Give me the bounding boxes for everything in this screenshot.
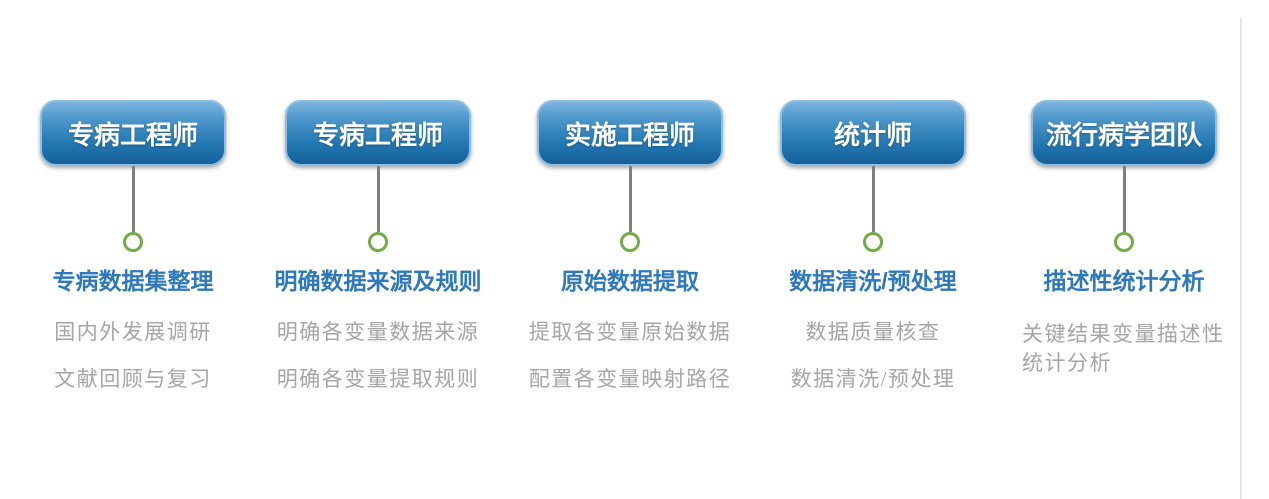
stage-item: 提取各变量原始数据 bbox=[528, 320, 732, 344]
stage-title: 明确数据来源及规则 bbox=[274, 268, 482, 294]
connector-line bbox=[131, 166, 135, 232]
stage-items: 国内外发展调研 文献回顾与复习 bbox=[54, 320, 212, 391]
connector-line bbox=[376, 166, 380, 232]
stage-item: 明确各变量数据来源 bbox=[276, 320, 480, 344]
stage-item: 数据清洗/预处理 bbox=[790, 367, 956, 391]
stage-item: 国内外发展调研 bbox=[54, 320, 212, 344]
stage-title: 原始数据提取 bbox=[561, 268, 699, 294]
milestone-circle bbox=[1114, 232, 1134, 252]
role-label: 统计师 bbox=[833, 119, 912, 150]
connector-line bbox=[871, 166, 875, 232]
role-badge: 专病工程师 bbox=[40, 100, 226, 166]
stage-items: 关键结果变量描述性统计分析 bbox=[1022, 320, 1226, 378]
connector-line bbox=[628, 166, 632, 232]
milestone-circle bbox=[863, 232, 883, 252]
role-badge: 专病工程师 bbox=[285, 100, 471, 166]
page-edge-divider bbox=[1240, 18, 1242, 499]
stage-column-2: 专病工程师 明确数据来源及规则 明确各变量数据来源 明确各变量提取规则 bbox=[275, 100, 482, 391]
stage-title: 专病数据集整理 bbox=[52, 268, 214, 294]
stage-title: 描述性统计分析 bbox=[1043, 268, 1205, 294]
stage-column-5: 流行病学团队 描述性统计分析 关键结果变量描述性统计分析 bbox=[1022, 100, 1223, 378]
role-label: 专病工程师 bbox=[312, 119, 443, 150]
milestone-circle bbox=[368, 232, 388, 252]
stage-column-3: 实施工程师 原始数据提取 提取各变量原始数据 配置各变量映射路径 bbox=[529, 100, 730, 391]
role-label: 流行病学团队 bbox=[1045, 119, 1202, 150]
role-label: 专病工程师 bbox=[67, 119, 198, 150]
role-badge: 实施工程师 bbox=[537, 100, 723, 166]
stage-item: 文献回顾与复习 bbox=[54, 367, 212, 391]
role-badge: 流行病学团队 bbox=[1031, 100, 1217, 166]
milestone-circle bbox=[123, 232, 143, 252]
stage-item: 数据质量核查 bbox=[805, 320, 941, 344]
stage-item: 关键结果变量描述性统计分析 bbox=[1022, 322, 1225, 375]
milestone-circle bbox=[620, 232, 640, 252]
role-label: 实施工程师 bbox=[564, 119, 695, 150]
stage-column-4: 统计师 数据清洗/预处理 数据质量核查 数据清洗/预处理 bbox=[780, 100, 966, 391]
stage-items: 明确各变量数据来源 明确各变量提取规则 bbox=[277, 320, 480, 391]
stage-title: 数据清洗/预处理 bbox=[789, 268, 957, 294]
connector-line bbox=[1122, 166, 1126, 232]
stage-item: 配置各变量映射路径 bbox=[528, 367, 732, 391]
role-badge: 统计师 bbox=[780, 100, 966, 166]
stage-items: 数据质量核查 数据清洗/预处理 bbox=[791, 320, 956, 391]
stage-item: 明确各变量提取规则 bbox=[276, 367, 480, 391]
stage-column-1: 专病工程师 专病数据集整理 国内外发展调研 文献回顾与复习 bbox=[40, 100, 226, 391]
stage-items: 提取各变量原始数据 配置各变量映射路径 bbox=[529, 320, 732, 391]
